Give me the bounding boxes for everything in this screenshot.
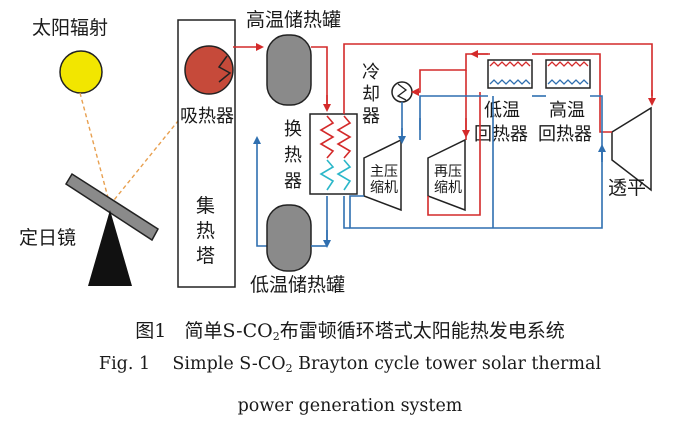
hot-tank-label: 高温储热罐	[246, 9, 341, 31]
caption-en-text-a: Simple S-CO	[172, 354, 286, 374]
low-temp-recuperator	[487, 59, 533, 89]
hot-storage-tank	[266, 34, 312, 106]
turbine	[611, 106, 652, 192]
main-compressor	[363, 138, 402, 212]
high-temp-recuperator	[545, 59, 591, 89]
cold-storage-tank	[266, 204, 312, 272]
caption-en-text-b: Brayton cycle tower solar thermal	[292, 354, 602, 374]
caption-en-subscript: 2	[285, 362, 293, 375]
recomp-label-2: 缩机	[434, 180, 462, 196]
htr-label-2: 回热器	[538, 124, 592, 145]
co2-hot-lines	[343, 43, 656, 216]
heliostat-label: 定日镜	[19, 227, 76, 249]
solar-radiation-label: 太阳辐射	[32, 17, 108, 39]
caption-cn-text-b: 布雷顿循环塔式太阳能热发电系统	[279, 320, 565, 342]
tank-to-hx-line	[311, 46, 331, 112]
tower-label-2: 热	[196, 220, 215, 242]
main-comp-label-1: 主压	[370, 164, 398, 180]
cold-salt-line	[253, 136, 267, 247]
cooler	[391, 81, 413, 103]
recompressor	[427, 138, 466, 212]
caption-cn-prefix: 图1	[135, 320, 167, 342]
caption-en-prefix: Fig. 1	[98, 354, 151, 374]
caption-english-line2: power generation system	[0, 396, 700, 416]
caption-chinese: 图1 简单S-CO2布雷顿循环塔式太阳能热发电系统	[0, 316, 700, 343]
system-diagram: 太阳辐射 定日镜 集 热 塔 吸热器 高温储热罐 低温储热罐	[19, 9, 656, 296]
hx-label-3: 器	[284, 171, 302, 192]
ltr-label-1: 低温	[484, 100, 520, 121]
turbine-label: 透平	[608, 177, 646, 199]
cooler-label-1: 冷	[362, 62, 380, 83]
ltr-label-2: 回热器	[474, 124, 528, 145]
receiver-label: 吸热器	[180, 106, 234, 127]
heat-exchanger	[309, 113, 358, 195]
htr-label-1: 高温	[549, 100, 585, 121]
main-comp-label-2: 缩机	[370, 180, 398, 196]
tower-label-3: 塔	[196, 245, 215, 267]
hx-label-2: 热	[284, 145, 302, 166]
caption-cn-subscript: 2	[272, 330, 280, 343]
sun-icon	[59, 50, 103, 94]
caption-english-line1: Fig. 1 Simple S-CO2 Brayton cycle tower …	[0, 354, 700, 375]
co2-cold-lines	[343, 95, 606, 229]
hx-label-1: 换	[284, 119, 302, 140]
heliostat	[64, 172, 159, 286]
cold-tank-label: 低温储热罐	[250, 274, 345, 296]
caption-en-line2: power generation system	[237, 396, 463, 416]
cooler-label-3: 器	[362, 106, 380, 127]
receiver	[184, 45, 234, 95]
tower-label-1: 集	[196, 195, 215, 217]
recomp-label-1: 再压	[434, 164, 462, 180]
caption-cn-text-a: 简单S-CO	[184, 320, 273, 342]
hx-to-tank-line	[311, 196, 331, 248]
cooler-label-2: 却	[362, 84, 380, 105]
